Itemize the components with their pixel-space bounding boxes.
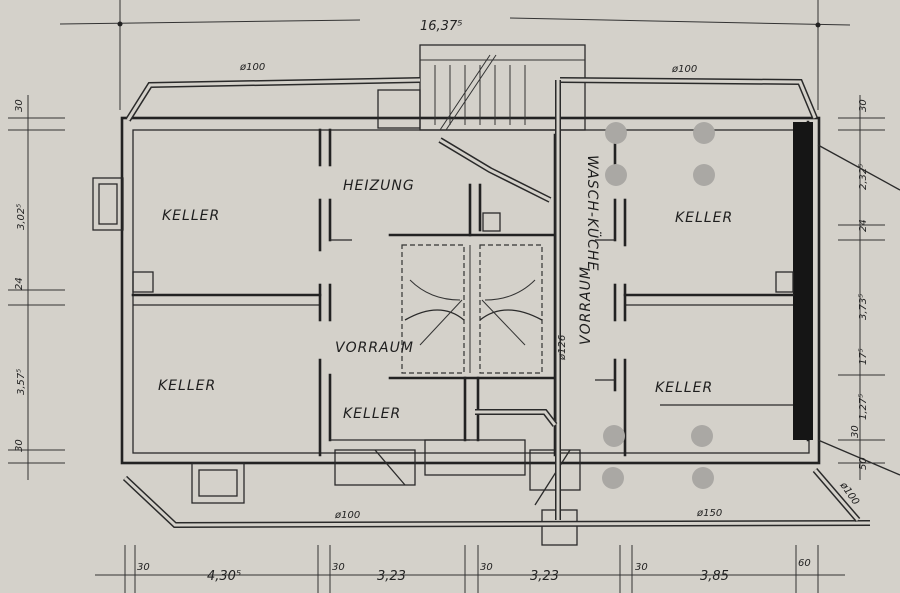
top-dimension: 16,37⁵ — [59, 0, 851, 110]
dim-bottom-8: 60 — [798, 558, 811, 569]
pipe-label-bottom-right: ø150 — [696, 508, 722, 519]
dim-bottom-0: 30 — [137, 562, 150, 573]
right-dimensions: 30 2,32⁵ 24 3,73⁵ 17⁵ 1,27⁵ 30 50 — [838, 95, 885, 480]
dim-bottom-5: 3,23 — [530, 569, 559, 584]
pipe-label-top-left: ø100 — [239, 62, 265, 73]
room-keller-se: KELLER — [655, 380, 713, 396]
dim-left-4: 30 — [14, 439, 25, 452]
dim-right-6: 30 — [850, 425, 861, 438]
room-waschkueche: WASCH-KÜCHE — [584, 155, 602, 271]
markers — [602, 122, 715, 489]
black-wall-segment — [793, 122, 813, 440]
dim-bottom-3: 3,23 — [377, 569, 406, 584]
room-keller-ne: KELLER — [675, 210, 733, 226]
dim-right-1: 2,32⁵ — [858, 164, 869, 190]
bottom-dimensions: 30 4,30⁵ 30 3,23 30 3,23 30 3,85 60 — [95, 545, 845, 593]
dim-bottom-4: 30 — [480, 562, 493, 573]
dim-right-5: 1,27⁵ — [858, 394, 869, 420]
central-stairs — [401, 244, 543, 374]
room-vorraum-east: VORRAUM — [578, 266, 594, 345]
pipe-label-top-right: ø100 — [671, 64, 697, 75]
dim-right-7: 50 — [858, 457, 869, 470]
dim-left-3: 3,57⁵ — [16, 369, 27, 395]
dim-bottom-1: 4,30⁵ — [207, 569, 241, 584]
dim-left-2: 24 — [14, 277, 25, 290]
dim-right-4: 17⁵ — [858, 348, 869, 365]
dim-left-0: 30 — [14, 99, 25, 112]
room-labels: KELLER HEIZUNG WASCH-KÜCHE KELLER VORRAU… — [158, 155, 733, 422]
light-wells — [334, 439, 581, 546]
dim-right-2: 24 — [858, 219, 869, 232]
dim-bottom-7: 3,85 — [700, 569, 729, 584]
room-vorraum-center: VORRAUM — [335, 340, 414, 356]
dim-bottom-6: 30 — [635, 562, 648, 573]
dim-total-width: 16,37⁵ — [420, 19, 462, 34]
outer-walls — [92, 44, 900, 504]
drain-pipes: ø100 ø100 ø100 ø150 ø100 ø126 — [122, 62, 871, 529]
dim-bottom-2: 30 — [332, 562, 345, 573]
dim-left-1: 3,02⁵ — [16, 204, 27, 230]
pipe-label-riser: ø126 — [557, 335, 568, 361]
room-keller-center: KELLER — [343, 406, 401, 422]
dim-right-3: 3,73⁵ — [858, 294, 869, 320]
top-stair — [434, 65, 526, 125]
dim-right-0: 30 — [858, 99, 869, 112]
room-keller-nw: KELLER — [162, 208, 220, 224]
left-dimensions: 30 3,02⁵ 24 3,57⁵ 30 — [8, 95, 65, 480]
room-heizung: HEIZUNG — [343, 178, 415, 194]
room-keller-sw: KELLER — [158, 378, 216, 394]
pipe-label-bottom-left: ø100 — [334, 510, 360, 521]
